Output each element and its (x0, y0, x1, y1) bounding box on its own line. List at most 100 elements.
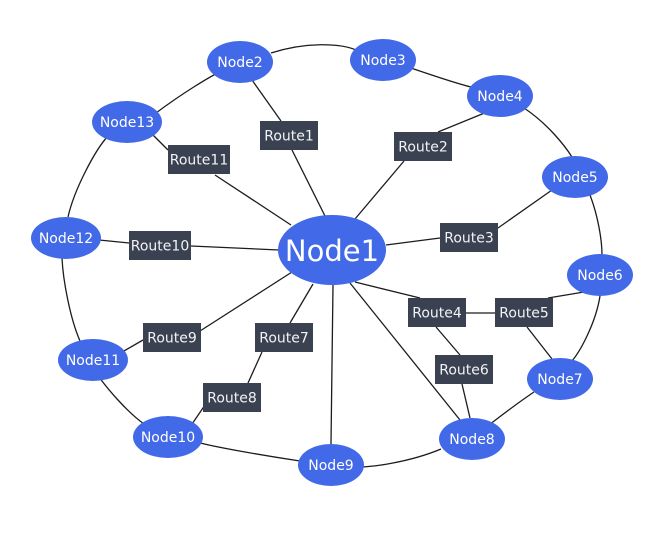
route-label-route6[interactable]: Route6 (435, 355, 493, 384)
node-ellipse[interactable] (567, 254, 633, 296)
route-box[interactable] (203, 383, 261, 412)
graph-node-node12[interactable]: Node12 (31, 217, 101, 259)
graph-edge (437, 111, 488, 133)
route-box[interactable] (495, 298, 553, 327)
graph-edge (214, 174, 292, 226)
graph-edge (190, 245, 280, 251)
graph-edge (247, 351, 263, 384)
route-label-text: Route6 (439, 363, 489, 379)
graph-node-node7[interactable]: Node7 (527, 358, 593, 400)
graph-node-node5[interactable]: Node5 (542, 156, 608, 198)
graph-node-node9[interactable]: Node9 (298, 444, 364, 486)
graph-node-node6[interactable]: Node6 (567, 254, 633, 296)
graph-edge (61, 257, 81, 342)
graph-edge (349, 282, 461, 421)
graph-edge (354, 160, 405, 220)
graph-edge (98, 239, 130, 244)
route-box[interactable] (394, 132, 452, 161)
graph-node-node1[interactable]: Node1 (278, 215, 386, 285)
route-box[interactable] (255, 323, 313, 352)
node-label-text: Node2 (217, 55, 262, 71)
route-box[interactable] (143, 323, 201, 352)
route-label-route1[interactable]: Route1 (260, 121, 318, 150)
node-label-text: Node12 (39, 231, 93, 247)
node-label-text: Node13 (100, 115, 154, 131)
edges-layer (61, 44, 603, 468)
node-ellipse[interactable] (92, 101, 162, 143)
route-box[interactable] (129, 231, 191, 260)
graph-node-node11[interactable]: Node11 (58, 339, 128, 381)
graph-edge (251, 79, 282, 122)
graph-edge (270, 44, 357, 54)
route-box[interactable] (440, 223, 498, 252)
route-label-route4[interactable]: Route4 (408, 298, 466, 327)
node-ellipse[interactable] (207, 41, 273, 83)
node-label-text: Node9 (308, 458, 353, 474)
graph-edge (351, 448, 442, 468)
node-label-text: Node8 (449, 432, 494, 448)
graph-edge (569, 295, 601, 364)
graph-edge (67, 135, 109, 218)
nodes-layer: Node1 Node2 Node3Node4Node5Node6Node7Node8… (31, 39, 633, 486)
node-ellipse[interactable] (58, 339, 128, 381)
graph-edge (354, 281, 421, 299)
node-ellipse[interactable] (31, 217, 101, 259)
node-ellipse[interactable] (278, 215, 386, 285)
graph-edge (461, 383, 471, 419)
graph-node-node10[interactable]: Node10 (133, 416, 203, 458)
graph-node-node4[interactable]: Node4 (467, 75, 533, 117)
node-ellipse[interactable] (298, 444, 364, 486)
route-box[interactable] (260, 121, 318, 150)
node-label-text: Node6 (577, 268, 623, 284)
node-ellipse[interactable] (439, 418, 505, 460)
graph-node-node3[interactable]: Node3 (350, 39, 416, 81)
graph-edge (195, 441, 301, 462)
route-label-route11[interactable]: Route11 (168, 145, 230, 174)
node-label-text: Node10 (141, 430, 195, 446)
route-label-text: Route4 (412, 306, 462, 322)
route-label-route8[interactable]: Route8 (203, 383, 261, 412)
route-box[interactable] (408, 298, 466, 327)
node-ellipse[interactable] (527, 358, 593, 400)
graph-edge (523, 107, 573, 158)
graph-edge (98, 376, 145, 425)
node-ellipse[interactable] (350, 39, 416, 81)
node-label-text: Node1 (285, 234, 379, 268)
node-ellipse[interactable] (133, 416, 203, 458)
route-label-text: Route9 (147, 331, 197, 347)
graph-node-node8[interactable]: Node8 (439, 418, 505, 460)
route-label-route7[interactable]: Route7 (255, 323, 313, 352)
route-label-text: Route8 (207, 391, 257, 407)
route-box[interactable] (168, 145, 230, 174)
node-ellipse[interactable] (467, 75, 533, 117)
route-label-text: Route7 (259, 331, 309, 347)
route-label-text: Route10 (131, 239, 189, 255)
graph-edge (291, 149, 326, 217)
graph-edge (435, 326, 461, 356)
node-label-text: Node7 (537, 372, 582, 388)
graph-edge (497, 189, 553, 229)
route-label-route9[interactable]: Route9 (143, 323, 201, 352)
graph-edge (155, 69, 225, 114)
route-label-text: Route5 (499, 306, 549, 322)
graph-node-node2[interactable]: Node2 (207, 41, 273, 83)
node-label-text: Node11 (66, 353, 120, 369)
graph-edge (410, 67, 480, 90)
route-label-route2[interactable]: Route2 (394, 132, 452, 161)
graph-edge (330, 284, 334, 445)
route-label-route5[interactable]: Route5 (495, 298, 553, 327)
route-label-text: Route3 (444, 231, 494, 247)
graph-edge (547, 291, 585, 299)
graph-edge (150, 132, 169, 151)
route-label-route10[interactable]: Route10 (129, 231, 191, 260)
graph-node-node13[interactable]: Node13 (92, 101, 162, 143)
route-box[interactable] (435, 355, 493, 384)
route-label-route3[interactable]: Route3 (440, 223, 498, 252)
node-label-text: Node3 (360, 53, 405, 69)
graph-edge (289, 283, 314, 324)
node-ellipse[interactable] (542, 156, 608, 198)
route-label-text: Route11 (170, 153, 228, 169)
